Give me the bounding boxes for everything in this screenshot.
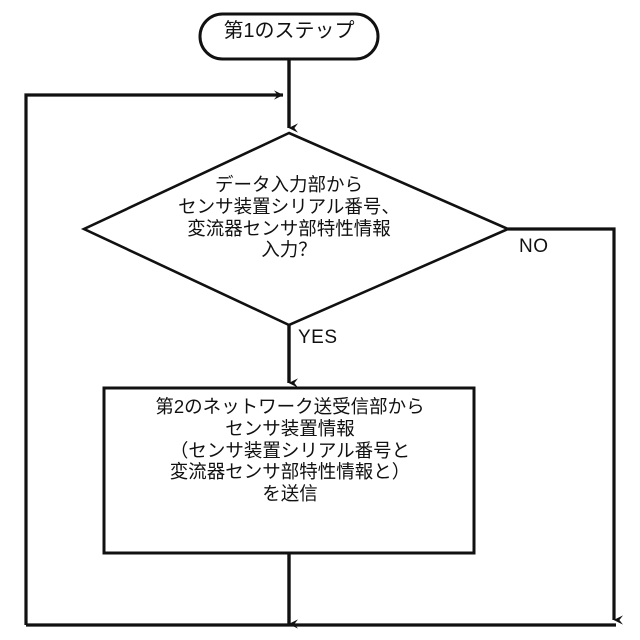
edge-decision-no-path [508, 227, 623, 625]
edge-feedback-loop [24, 90, 284, 625]
decision-input-shape [80, 131, 512, 327]
process-send-shape [102, 386, 476, 555]
terminal-start-shape [198, 12, 380, 61]
